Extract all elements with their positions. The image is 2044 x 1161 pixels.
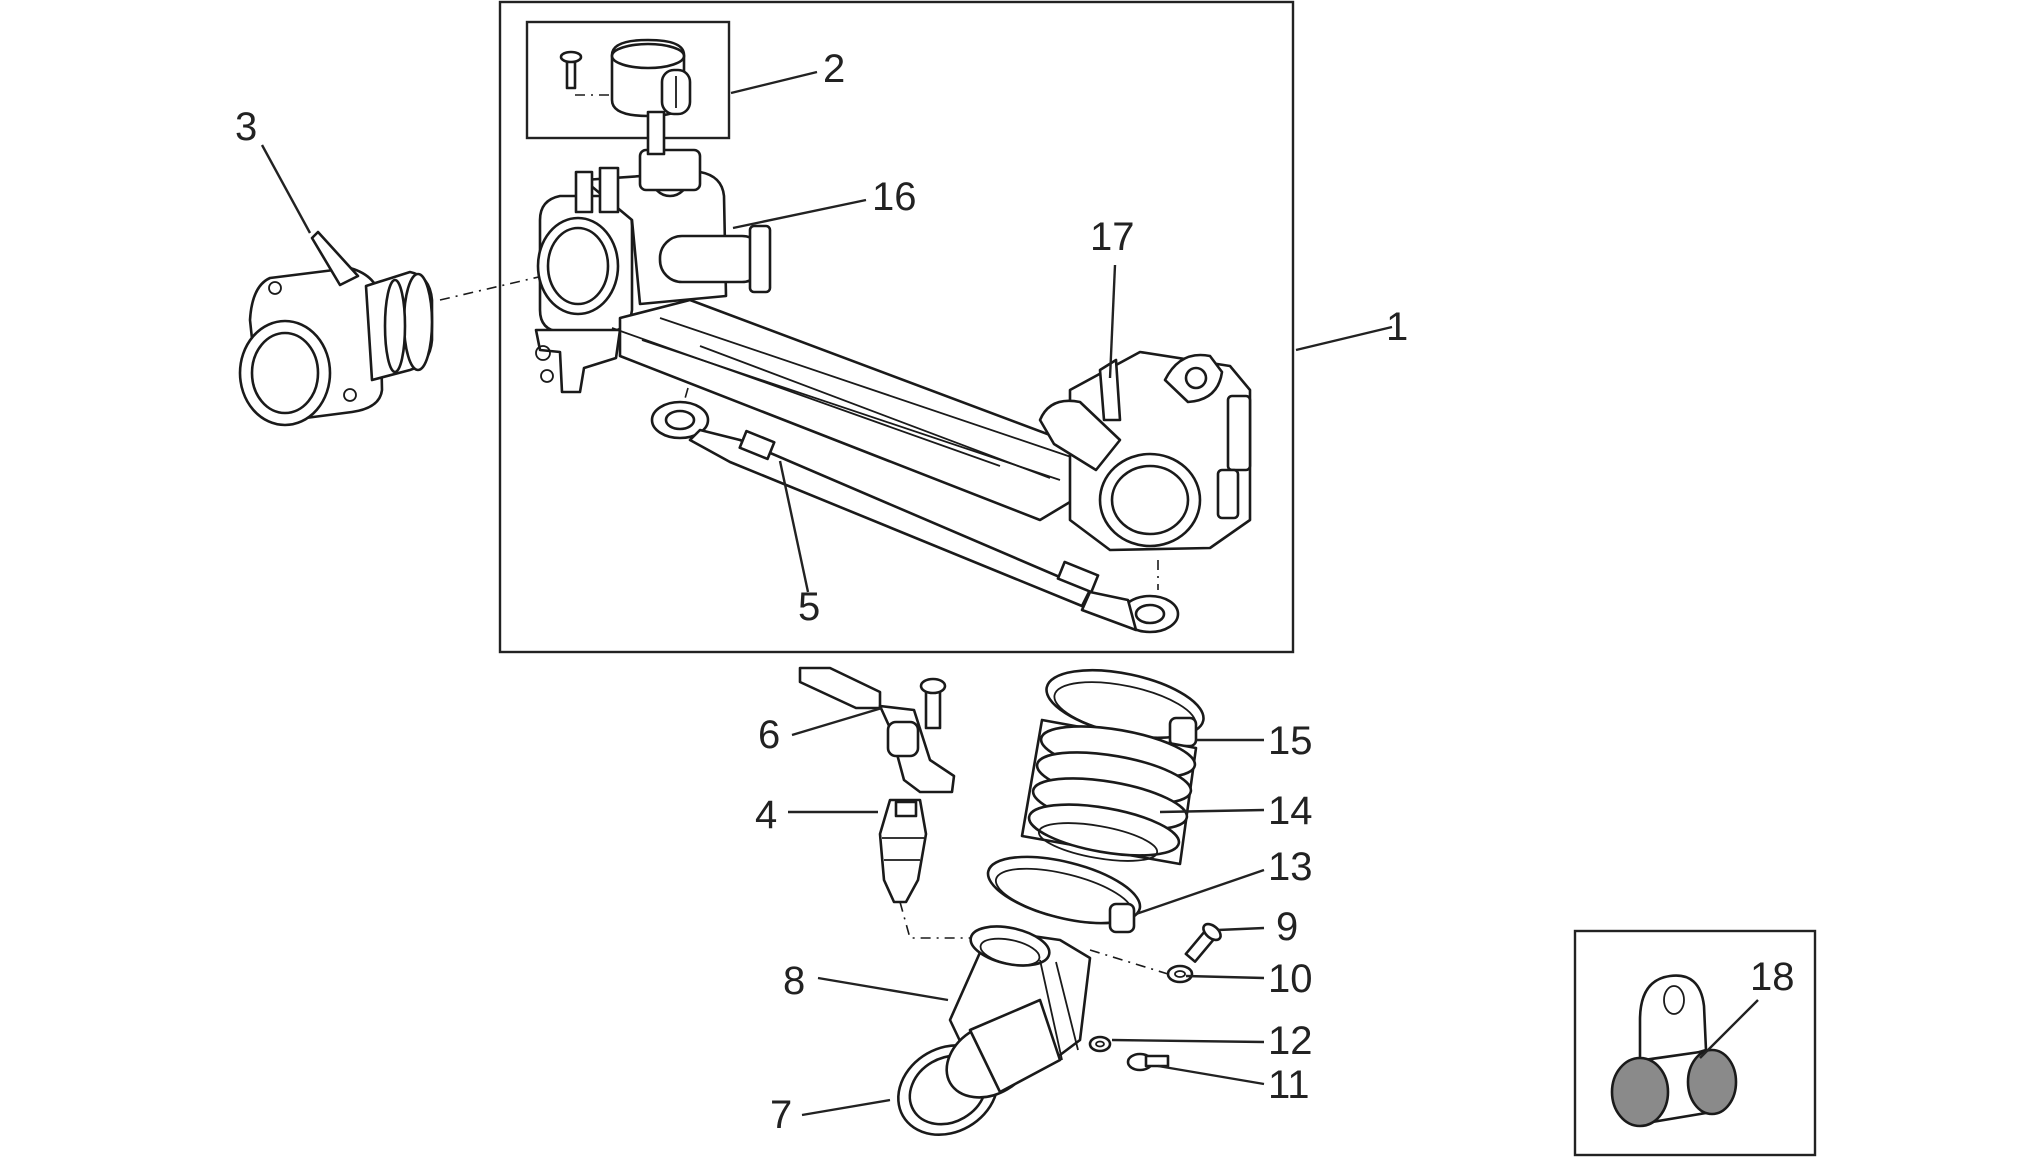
callout-4: 4 xyxy=(755,793,777,837)
callout-16: 16 xyxy=(872,175,917,219)
callout-8: 8 xyxy=(783,959,805,1003)
throttle-body-assembly-frame xyxy=(498,0,1295,654)
leader-7 xyxy=(801,1098,891,1117)
leader-1 xyxy=(1295,325,1393,352)
part-10-washer xyxy=(1089,949,1194,984)
part-5-tie-rod xyxy=(650,387,1180,634)
leader-6 xyxy=(791,706,883,737)
leader-lines xyxy=(260,70,1759,1117)
callout-18: 18 xyxy=(1750,955,1795,999)
leader-13 xyxy=(1135,868,1265,916)
leader-10 xyxy=(1185,974,1265,980)
part-3-intake-manifold xyxy=(238,230,561,427)
callout-5: 5 xyxy=(798,585,820,629)
part-9-screw xyxy=(1184,922,1222,963)
leader-3 xyxy=(260,144,312,234)
callout-12: 12 xyxy=(1268,1019,1313,1063)
callout-2: 2 xyxy=(823,47,845,91)
callout-6: 6 xyxy=(758,713,780,757)
part-1-throttle-body xyxy=(534,110,1252,590)
leader-8 xyxy=(817,976,949,1002)
leader-16 xyxy=(732,198,867,230)
part-12-washer xyxy=(1088,1035,1112,1053)
part-11-screw xyxy=(1126,1052,1170,1072)
leader-9 xyxy=(1217,926,1265,932)
callout-9: 9 xyxy=(1276,905,1298,949)
callout-3: 3 xyxy=(235,105,257,149)
part-14-bellows xyxy=(1020,718,1198,866)
callout-13: 13 xyxy=(1268,845,1313,889)
leader-14 xyxy=(1159,808,1265,814)
callout-15: 15 xyxy=(1268,719,1313,763)
leader-11 xyxy=(1157,1064,1265,1086)
callout-17: 17 xyxy=(1090,215,1135,259)
part-7-intake-flange xyxy=(897,998,1062,1137)
sensor-cap-inset-frame xyxy=(525,20,731,140)
leader-5 xyxy=(778,460,810,593)
part-2-sensor-cap xyxy=(559,38,692,118)
callout-10: 10 xyxy=(1268,957,1313,1001)
part-18-grommet xyxy=(1610,974,1738,1128)
leader-17 xyxy=(1108,264,1117,379)
part-13-hose-clamp xyxy=(986,855,1142,934)
part-6-injector-holder xyxy=(798,666,956,794)
callout-14: 14 xyxy=(1268,789,1313,833)
callout-11: 11 xyxy=(1268,1063,1310,1107)
grommet-inset-frame xyxy=(1573,929,1817,1157)
callout-1: 1 xyxy=(1386,305,1408,349)
leader-12 xyxy=(1111,1038,1265,1044)
leader-2 xyxy=(730,70,818,95)
leader-18 xyxy=(1699,999,1759,1059)
callout-numbers: 1 2 3 4 5 6 7 8 9 10 11 12 13 14 15 16 1… xyxy=(235,47,1795,1137)
callout-7: 7 xyxy=(770,1093,792,1137)
